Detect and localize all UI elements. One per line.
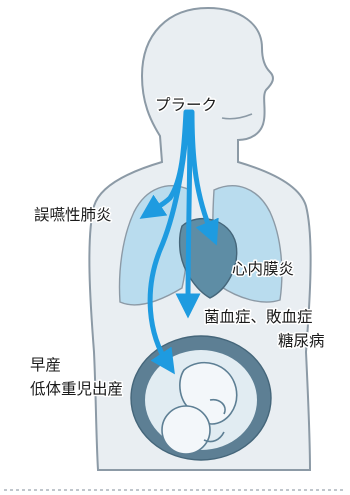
- label-low-birth-weight: 低体重児出産: [30, 380, 123, 398]
- label-preterm-birth: 早産: [30, 356, 61, 374]
- label-diabetes: 糖尿病: [278, 332, 325, 350]
- label-endocarditis: 心内膜炎: [232, 260, 294, 278]
- label-bacteremia-sepsis: 菌血症、敗血症: [204, 308, 313, 326]
- arrow-to-bacteremia: [188, 112, 190, 306]
- label-pneumonia: 誤嚥性肺炎: [34, 206, 112, 224]
- label-plaque: プラーク: [155, 96, 217, 114]
